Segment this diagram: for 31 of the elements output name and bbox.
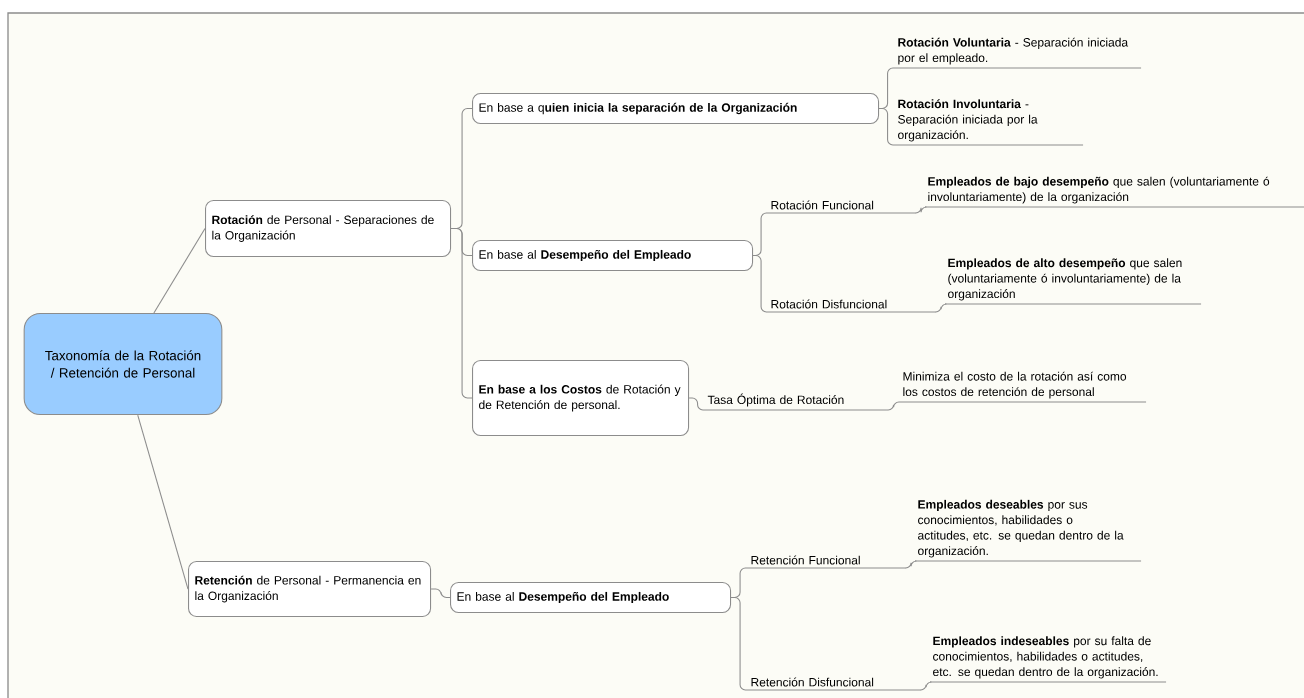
connector [430, 588, 451, 599]
connector [688, 397, 706, 411]
topic-box: En base al Desempeño del Empleado [450, 582, 732, 614]
topic-box: Rotación de Personal - Separaciones de la Organización [205, 200, 452, 258]
underlined-topic: Rotación Disfuncional [767, 299, 937, 313]
underlined-topic: Minimiza el costo de la rotación así como los costos de retención de personal [899, 371, 1147, 403]
topic-box: En base a quien inicia la separación de la Organización [472, 93, 880, 125]
connector [905, 560, 917, 569]
connector [153, 228, 206, 314]
underlined-topic: Empleados deseables por sus conocimientos, habilidades o actitudes, etc. se quedan dentro de la organización. [914, 499, 1142, 562]
connector [878, 108, 896, 146]
underlined-topic: Empleados indeseables por su falta de conocimientos, habilidades o actitudes, etc. se quedan dentro de la organización. [929, 636, 1167, 683]
underlined-topic: Rotación Involuntaria - Separación iniciada por la organización. [894, 99, 1084, 146]
underlined-topic: Empleados de alto desempeño que salen (voluntariamente ó involuntariamente) de la organización [944, 258, 1202, 305]
topic-box: En base a los Costos de Rotación y de Retención de personal. [472, 360, 690, 437]
underlined-topic: Tasa Óptima de Rotación [704, 393, 887, 411]
connector [752, 255, 769, 313]
connector [920, 681, 932, 691]
topic-box: Retención de Personal - Permanencia en la Organización [188, 561, 432, 618]
underlined-topic: Rotación Voluntaria - Separación iniciada por el empleado. [894, 37, 1142, 69]
underlined-topic: Retención Funcional [747, 555, 907, 569]
underlined-topic: Retención Disfuncional [747, 677, 922, 691]
underlined-topic: Rotación Funcional [767, 200, 917, 214]
connector [137, 414, 189, 590]
topic-box: En base al Desempeño del Empleado [472, 240, 754, 272]
connector [450, 228, 473, 399]
connector [885, 401, 901, 411]
connector [935, 303, 947, 313]
connector [915, 206, 927, 214]
underlined-topic: Empleados de bajo desempeño que salen (voluntariamente ó involuntariamente) de la organización [924, 176, 1304, 208]
topic-box: Taxonomía de la Rotación / Retención de Personal [23, 312, 223, 416]
